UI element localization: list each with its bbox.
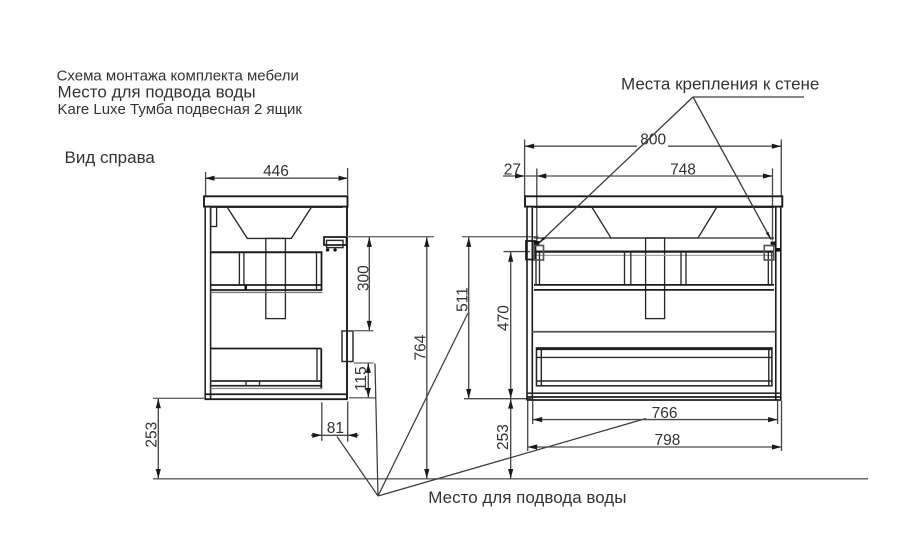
svg-text:446: 446 <box>263 163 289 180</box>
svg-text:511: 511 <box>455 287 472 312</box>
svg-text:Kare Luxe Тумба подвесная 2 ящ: Kare Luxe Тумба подвесная 2 ящик <box>58 101 303 118</box>
svg-text:Место для подвода воды: Место для подвода воды <box>58 82 256 101</box>
svg-text:115: 115 <box>353 366 370 391</box>
svg-text:766: 766 <box>652 405 678 422</box>
svg-text:253: 253 <box>495 424 512 450</box>
svg-text:Места крепления к стене: Места крепления к стене <box>621 75 819 94</box>
svg-text:Место для подвода воды: Место для подвода воды <box>428 488 626 507</box>
svg-text:300: 300 <box>355 265 372 291</box>
svg-text:748: 748 <box>670 161 696 178</box>
svg-text:798: 798 <box>654 432 680 449</box>
svg-text:800: 800 <box>640 132 666 149</box>
svg-text:253: 253 <box>144 422 161 448</box>
svg-text:Схема монтажа комплекта мебели: Схема монтажа комплекта мебели <box>57 67 299 84</box>
svg-text:470: 470 <box>496 305 513 331</box>
svg-text:81: 81 <box>327 420 344 437</box>
svg-text:Вид справа: Вид справа <box>65 148 156 167</box>
svg-text:27: 27 <box>504 161 521 178</box>
svg-text:764: 764 <box>412 334 429 360</box>
